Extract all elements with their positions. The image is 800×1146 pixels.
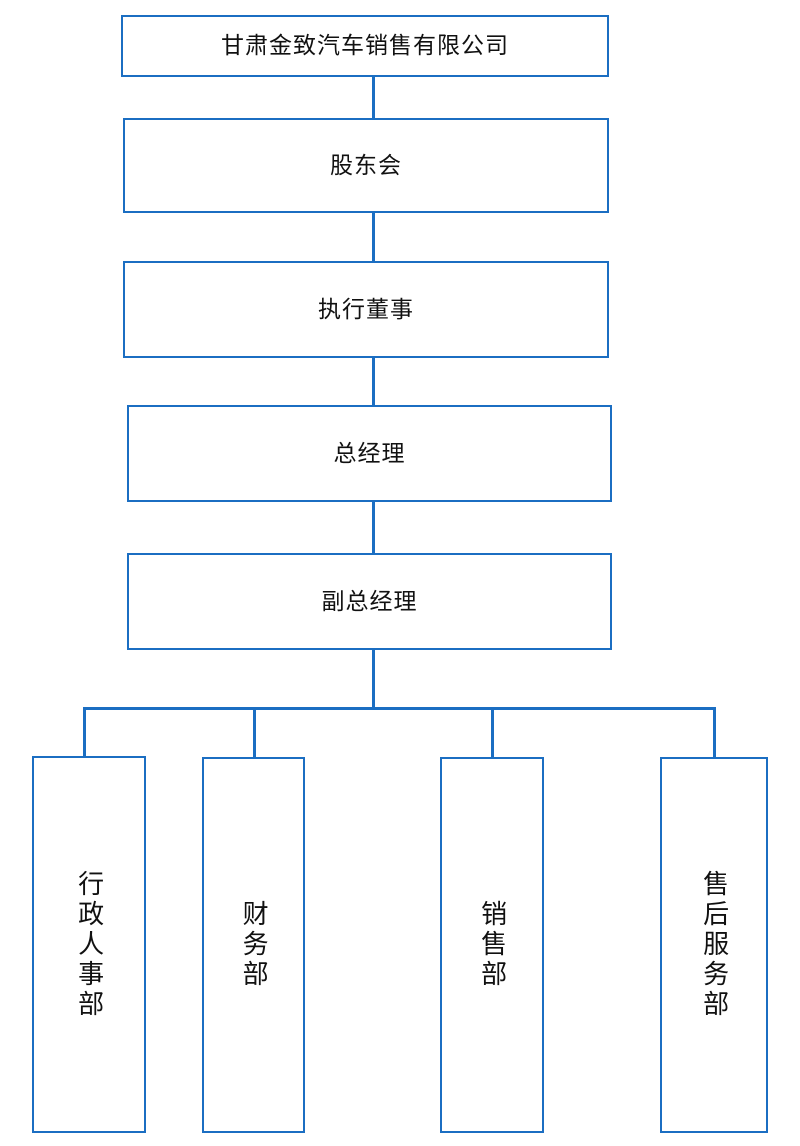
node-general-manager[interactable]: 总经理 xyxy=(127,405,612,502)
node-sales-dept[interactable]: 销售部 xyxy=(440,757,544,1133)
edge-department-bus xyxy=(83,707,716,710)
edge-exec-director-to-general-manager xyxy=(372,356,375,407)
node-shareholders[interactable]: 股东会 xyxy=(123,118,609,213)
node-shareholders-label: 股东会 xyxy=(330,151,402,178)
edge-bus-to-admin-hr-dept xyxy=(83,707,86,757)
node-deputy-general-manager[interactable]: 副总经理 xyxy=(127,553,612,650)
edge-bus-to-sales-dept xyxy=(491,707,494,757)
node-admin-hr-dept[interactable]: 行政人事部 xyxy=(32,756,146,1133)
node-exec-director-label: 执行董事 xyxy=(318,295,414,322)
edge-deputy-trunk xyxy=(372,648,375,710)
node-company[interactable]: 甘肃金致汽车销售有限公司 xyxy=(121,15,609,77)
node-general-manager-label: 总经理 xyxy=(333,439,406,466)
edge-shareholders-to-exec-director xyxy=(372,211,375,263)
node-admin-hr-dept-label: 行政人事部 xyxy=(74,869,105,1020)
edge-general-manager-to-deputy xyxy=(372,500,375,555)
edge-bus-to-finance-dept xyxy=(253,707,256,757)
node-exec-director[interactable]: 执行董事 xyxy=(123,261,609,358)
node-after-sales-dept[interactable]: 售后服务部 xyxy=(660,757,768,1133)
edge-bus-to-after-sales-dept xyxy=(713,707,716,757)
node-company-label: 甘肃金致汽车销售有限公司 xyxy=(221,32,509,59)
node-finance-dept[interactable]: 财务部 xyxy=(202,757,305,1133)
node-sales-dept-label: 销售部 xyxy=(477,900,508,990)
node-finance-dept-label: 财务部 xyxy=(239,900,270,990)
node-after-sales-dept-label: 售后服务部 xyxy=(699,870,730,1020)
node-deputy-general-manager-label: 副总经理 xyxy=(321,587,418,614)
edge-company-to-shareholders xyxy=(372,75,375,120)
